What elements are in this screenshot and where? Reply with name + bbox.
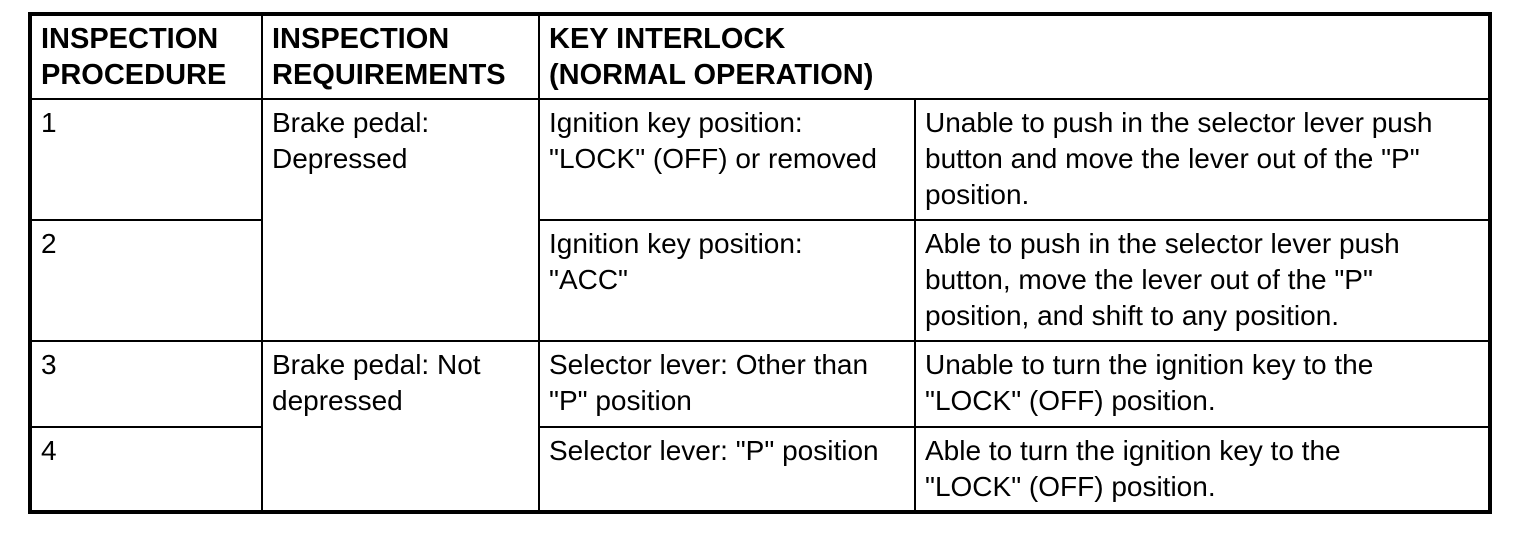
cell-requirements-brake-not-depressed: Brake pedal: Not depressed [261, 340, 540, 513]
cell-result-able-push-lever: Able to push in the selector lever push … [913, 219, 1492, 342]
cell-condition-lever-p-position: Selector lever: "P" position [538, 426, 916, 513]
header-inspection-requirements: INSPECTION REQUIREMENTS [261, 13, 540, 100]
table-row: 2 Ignition key position: "ACC" Able to p… [29, 219, 1492, 342]
cell-procedure-3: 3 [29, 340, 263, 428]
cell-condition-lever-other-than-p: Selector lever: Other than "P" position [538, 340, 916, 428]
cell-condition-key-acc: Ignition key position: "ACC" [538, 219, 916, 342]
table-row: 3 Brake pedal: Not depressed Selector le… [29, 340, 1492, 513]
cell-procedure-2: 2 [29, 219, 263, 342]
header-key-interlock-normal-operation: KEY INTERLOCK (NORMAL OPERATION) [537, 13, 1492, 100]
cell-result-unable-turn-key: Unable to turn the ignition key to the "… [913, 340, 1492, 428]
cell-procedure-1: 1 [29, 98, 263, 221]
key-interlock-inspection-table: INSPECTION PROCEDURE INSPECTION REQUIREM… [28, 12, 1493, 514]
cell-procedure-4: 4 [29, 426, 263, 513]
cell-condition-key-lock-off: Ignition key position: "LOCK" (OFF) or r… [538, 98, 916, 221]
cell-result-unable-push-lever: Unable to push in the selector lever pus… [913, 98, 1492, 221]
cell-requirements-brake-depressed: Brake pedal: Depressed [261, 98, 540, 342]
header-inspection-procedure: INSPECTION PROCEDURE [29, 13, 263, 100]
cell-result-able-turn-key: Able to turn the ignition key to the "LO… [913, 426, 1492, 513]
table-row: 4 Selector lever: "P" position Able to t… [29, 426, 1492, 513]
table-header-row: INSPECTION PROCEDURE INSPECTION REQUIREM… [29, 13, 1492, 100]
table-row: 1 Brake pedal: Depressed Ignition key po… [29, 98, 1492, 342]
